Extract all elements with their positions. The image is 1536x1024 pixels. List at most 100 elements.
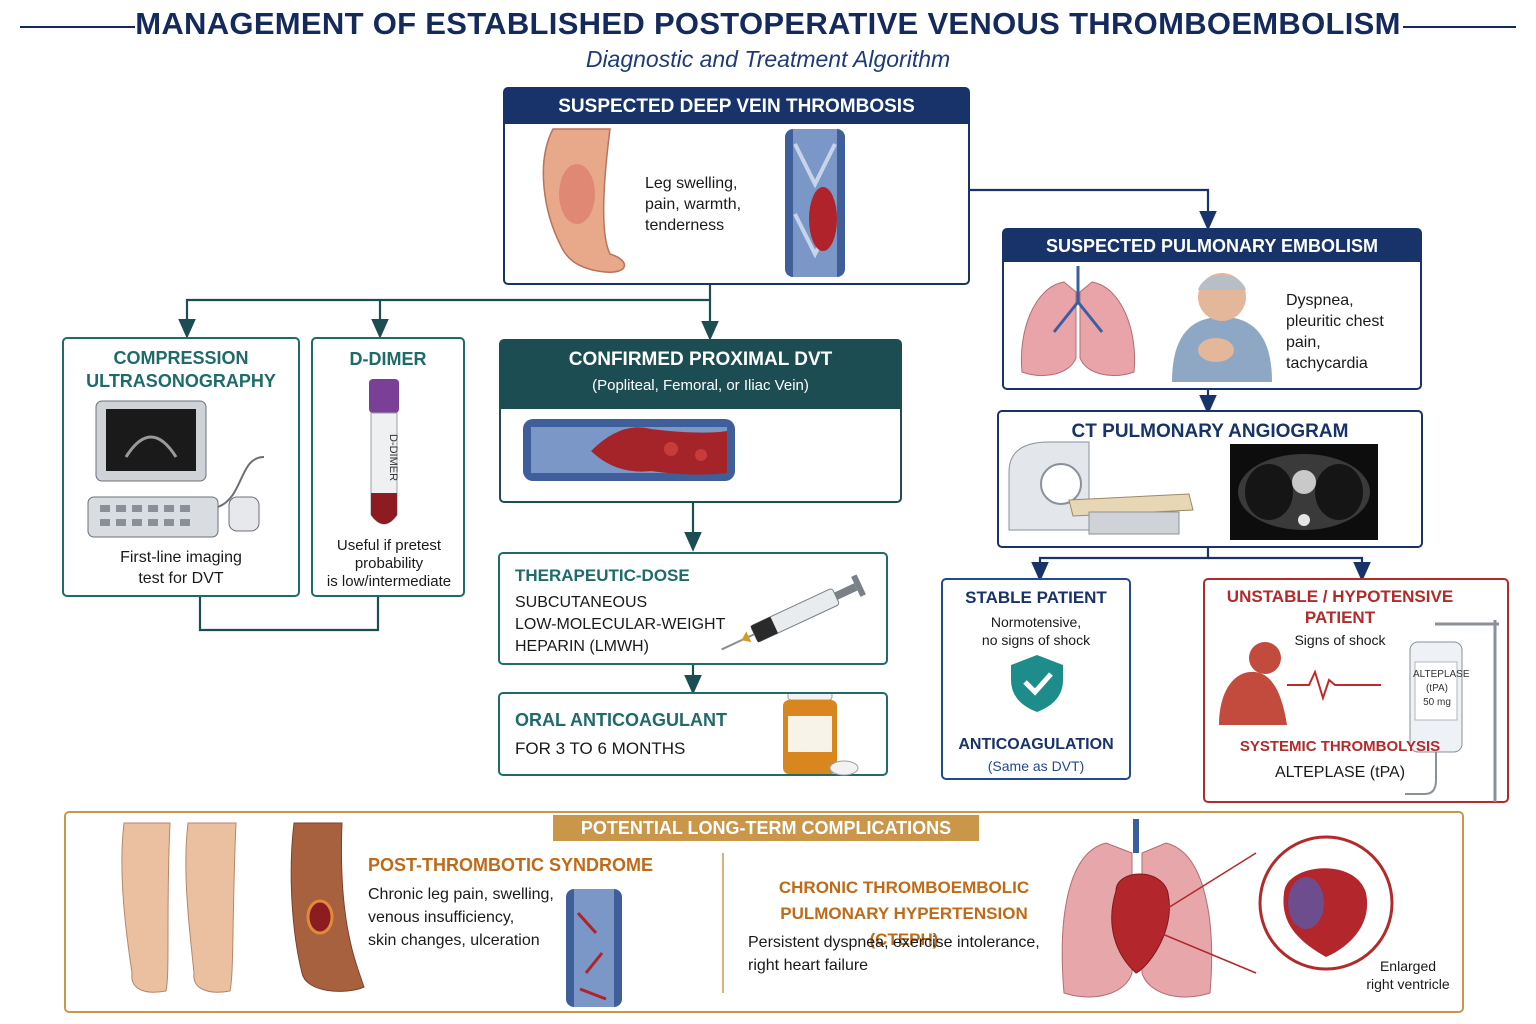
suspected-dvt-box: SUSPECTED DEEP VEIN THROMBOSIS Leg swell…	[503, 87, 970, 285]
patient-chest-pain-illustration	[1172, 273, 1272, 382]
bag-label-line: ALTEPLASE	[1413, 669, 1470, 680]
d-dimer-box: D-DIMER D-DIMER Useful if pretest probab…	[311, 337, 465, 597]
tube-label: D-DIMER	[387, 434, 399, 482]
lmwh-box: THERAPEUTIC-DOSE SUBCUTANEOUS LOW-MOLECU…	[498, 552, 888, 665]
dvt-symptom-line: Leg swelling,	[645, 175, 738, 192]
oral-anticoagulant-box: ORAL ANTICOAGULANT FOR 3 TO 6 MONTHS	[498, 692, 888, 776]
d-dimer-title: D-DIMER	[349, 349, 427, 369]
complications-illustrations	[121, 819, 1394, 1007]
unstable-patient-title: UNSTABLE / HYPOTENSIVE PATIENT	[1205, 586, 1475, 628]
pts-line: skin changes, ulceration	[368, 932, 540, 949]
complications-box: POTENTIAL LONG-TERM COMPLICATIONS	[64, 811, 1464, 1013]
unstable-patient-box: UNSTABLE / HYPOTENSIVE PATIENT Signs of …	[1203, 578, 1509, 803]
inset-caption-line: Enlarged	[1379, 958, 1437, 974]
cus-caption-line: test for DVT	[138, 570, 224, 587]
cus-caption-line: First-line imaging	[120, 549, 242, 566]
ulcerated-leg-illustration	[290, 822, 365, 992]
pill-bottle-icon	[783, 694, 859, 776]
pe-symptom-line: pleuritic chest pain,	[1286, 313, 1384, 351]
suspected-pe-box: SUSPECTED PULMONARY EMBOLISM Dyspnea, pl…	[1002, 228, 1422, 390]
stable-action-note: (Same as DVT)	[987, 758, 1085, 774]
dvt-symptom-line: tenderness	[645, 217, 725, 234]
proximal-dvt-header: CONFIRMED PROXIMAL DVT (Popliteal, Femor…	[501, 341, 900, 409]
proximal-dvt-subtitle: (Popliteal, Femoral, or Iliac Vein)	[592, 377, 809, 394]
thrombus-vein-illustration	[785, 129, 845, 277]
bag-label-line: 50 mg	[1423, 697, 1451, 708]
pe-symptom-line: Dyspnea,	[1286, 292, 1354, 309]
inset-caption-line: right ventricle	[1366, 976, 1450, 992]
pts-title: POST-THROMBOTIC SYNDROME	[368, 855, 654, 875]
damaged-vein-illustration	[566, 889, 622, 1007]
unstable-title-line: UNSTABLE / HYPOTENSIVE	[1226, 587, 1454, 606]
cteph-line: Persistent dyspnea, exercise intolerance…	[748, 934, 1040, 951]
bag-label-line: (tPA)	[1425, 683, 1449, 694]
unstable-drug: ALTEPLASE (tPA)	[1274, 764, 1406, 781]
enlarged-right-ventricle-inset	[1159, 835, 1394, 974]
d-dimer-caption-line: is low/intermediate	[326, 573, 452, 590]
proximal-dvt-title: CONFIRMED PROXIMAL DVT	[568, 349, 833, 370]
title-rule-right	[1403, 26, 1516, 28]
syringe-icon	[721, 574, 866, 651]
ct-pulmonary-angiogram-box: CT PULMONARY ANGIOGRAM	[997, 410, 1423, 548]
cteph-text: Persistent dyspnea, exercise intolerance…	[748, 931, 1040, 977]
stable-desc-line: no signs of shock	[981, 632, 1091, 648]
iv-bag-icon	[1405, 620, 1499, 802]
pe-symptoms: Dyspnea, pleuritic chest pain, tachycard…	[1286, 290, 1422, 374]
cus-title: COMPRESSION ULTRASONOGRAPHY	[64, 347, 298, 393]
cteph-title-line: CHRONIC THROMBOEMBOLIC	[778, 878, 1030, 897]
unstable-action: SYSTEMIC THROMBOLYSIS	[1239, 738, 1441, 755]
swollen-leg-illustration	[542, 128, 845, 277]
suspected-dvt-header: SUSPECTED DEEP VEIN THROMBOSIS	[505, 89, 968, 124]
dvt-symptom-line: pain, warmth,	[645, 196, 742, 213]
unstable-patient-desc: Signs of shock	[1294, 632, 1386, 648]
stable-patient-box: STABLE PATIENT Normotensive, no signs of…	[941, 578, 1131, 780]
pe-symptom-line: tachycardia	[1286, 355, 1368, 372]
page-subtitle: Diagnostic and Treatment Algorithm	[585, 46, 951, 72]
d-dimer-caption-line: Useful if pretest	[336, 537, 442, 554]
oral-anticoagulant-title: ORAL ANTICOAGULANT	[515, 710, 727, 730]
stable-action: ANTICOAGULATION	[958, 736, 1114, 753]
lmwh-line: SUBCUTANEOUS	[515, 594, 648, 611]
legs-illustration	[121, 822, 237, 993]
d-dimer-caption: Useful if pretest probability is low/int…	[313, 537, 465, 591]
page-title: MANAGEMENT OF ESTABLISHED POSTOPERATIVE …	[135, 6, 1401, 41]
compression-ultrasonography-box: COMPRESSION ULTRASONOGRAPHY First-line i…	[62, 337, 300, 597]
dvt-symptoms: Leg swelling, pain, warmth, tenderness	[645, 173, 775, 236]
ctpa-title: CT PULMONARY ANGIOGRAM	[1071, 421, 1349, 442]
d-dimer-caption-line: probability	[354, 555, 424, 572]
cteph-title-line: PULMONARY HYPERTENSION (CTEPH)	[780, 904, 1028, 949]
lmwh-title: THERAPEUTIC-DOSE	[515, 566, 690, 585]
blood-tube-icon	[369, 379, 399, 525]
shock-patient-illustration	[1219, 620, 1499, 802]
cteph-line: right heart failure	[748, 957, 869, 974]
complications-header: POTENTIAL LONG-TERM COMPLICATIONS	[553, 815, 979, 841]
cteph-title: CHRONIC THROMBOEMBOLIC PULMONARY HYPERTE…	[748, 875, 1060, 953]
cus-caption: First-line imaging test for DVT	[64, 547, 298, 589]
occluded-vein-illustration	[523, 419, 735, 481]
shield-check-icon	[1011, 655, 1063, 712]
suspected-pe-header: SUSPECTED PULMONARY EMBOLISM	[1004, 230, 1420, 262]
inset-caption: Enlarged right ventricle	[1348, 957, 1468, 993]
lmwh-line: HEPARIN (LMWH)	[515, 638, 649, 655]
pts-text: Chronic leg pain, swelling, venous insuf…	[368, 883, 554, 952]
pts-line: Chronic leg pain, swelling,	[368, 886, 554, 903]
iv-bag-label: ALTEPLASE (tPA) 50 mg	[1413, 668, 1470, 710]
lungs-illustration	[1020, 266, 1272, 382]
title-rule-left	[20, 26, 135, 28]
ecg-trace-icon	[1287, 669, 1381, 702]
pts-line: venous insufficiency,	[368, 909, 515, 926]
stable-desc-line: Normotensive,	[990, 614, 1082, 630]
ultrasound-machine-icon	[87, 400, 265, 538]
unstable-title-line: PATIENT	[1304, 608, 1376, 627]
stable-patient-title: STABLE PATIENT	[965, 588, 1107, 607]
ct-scanner-icon	[1008, 441, 1378, 540]
ct-scan-image	[1230, 444, 1378, 540]
stable-patient-desc: Normotensive, no signs of shock	[943, 613, 1129, 649]
confirmed-proximal-dvt-box: CONFIRMED PROXIMAL DVT (Popliteal, Femor…	[499, 339, 902, 503]
cus-title-line: ULTRASONOGRAPHY	[86, 371, 276, 391]
oral-anticoagulant-duration: FOR 3 TO 6 MONTHS	[515, 739, 686, 758]
lmwh-text: SUBCUTANEOUS LOW-MOLECULAR-WEIGHT HEPARI…	[515, 592, 725, 658]
lmwh-line: LOW-MOLECULAR-WEIGHT	[515, 616, 726, 633]
lungs-heart-illustration	[1061, 819, 1213, 998]
cus-title-line: COMPRESSION	[113, 348, 249, 368]
